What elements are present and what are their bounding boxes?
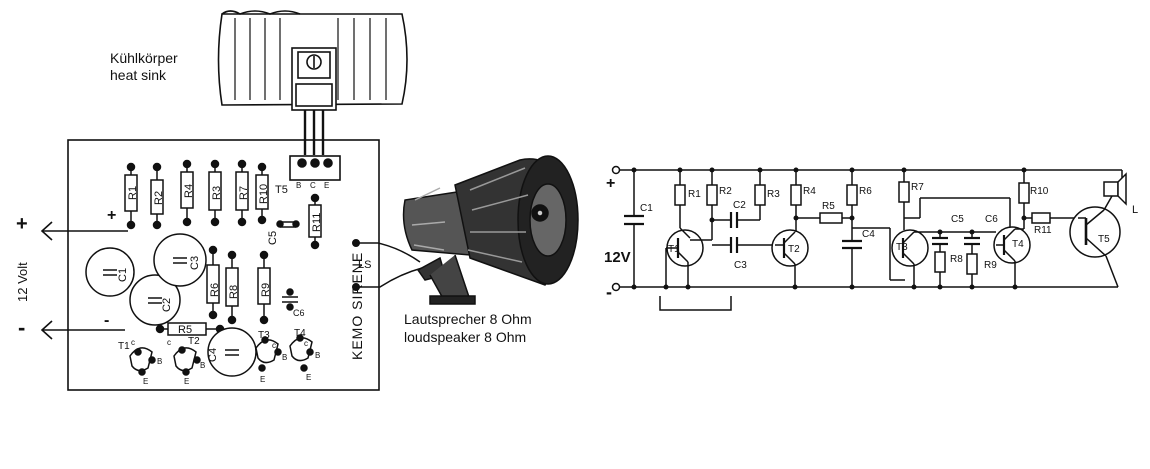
- pcb-t4-pin-c: c: [304, 339, 308, 348]
- schem-t2: T2: [788, 244, 800, 255]
- pcb-t4-pin-e: E: [306, 373, 311, 382]
- pcb-transistors: [129, 334, 314, 376]
- pcb-r6-label: R6: [209, 283, 221, 297]
- input-plus: +: [16, 213, 28, 235]
- speaker-label-en: loudspeaker 8 Ohm: [404, 329, 527, 345]
- speaker-wires: [356, 242, 423, 288]
- schem-r7: R7: [911, 182, 924, 193]
- schem-r6: R6: [859, 186, 872, 197]
- pcb-t4-pin-b: B: [315, 351, 320, 360]
- pcb-plus: +: [107, 207, 116, 224]
- pcb-r5-label: R5: [178, 324, 192, 336]
- pcb-resistors-mid: [155, 245, 271, 336]
- pcb-t3-pin-c: c: [272, 341, 276, 350]
- pcb-t2-label: T2: [188, 336, 200, 347]
- schem-plus: +: [606, 175, 615, 192]
- board-name: KEMO SIRENE: [349, 252, 365, 360]
- schem-t5: T5: [1098, 234, 1110, 245]
- schem-r4: R4: [803, 186, 816, 197]
- pcb-capacitors: [85, 220, 300, 377]
- horn-speaker-icon: [402, 155, 579, 305]
- pcb-t1-label: T1: [118, 341, 130, 352]
- t5-pin-e: E: [324, 181, 329, 190]
- t5-pin-c: C: [310, 181, 316, 190]
- pcb-c4-label: C4: [207, 348, 219, 362]
- pcb-r2-label: R2: [153, 191, 165, 205]
- pcb-t3-label: T3: [258, 330, 270, 341]
- heat-sink: [217, 10, 408, 155]
- pcb-minus: -: [104, 312, 109, 329]
- pcb-r4-label: R4: [183, 184, 195, 198]
- pcb-t2-pin-e: E: [184, 377, 189, 386]
- schem-r5: R5: [822, 201, 835, 212]
- schematic-junctions: [631, 167, 1027, 290]
- schematic: [611, 165, 1127, 311]
- schem-t4: T4: [1012, 239, 1024, 250]
- pcb-r9-label: R9: [260, 283, 272, 297]
- pcb-t2-pin-b: B: [200, 361, 205, 370]
- schem-r8: R8: [950, 254, 963, 265]
- pcb-t1-pin-b: B: [157, 357, 162, 366]
- schem-c3: C3: [734, 260, 747, 271]
- pcb-r1-label: R1: [127, 186, 139, 200]
- pcb-t5-label: T5: [275, 184, 288, 196]
- pcb-r10-label: R10: [258, 184, 270, 204]
- schem-r11: R11: [1034, 225, 1052, 236]
- pcb-c2-label: C2: [161, 298, 173, 312]
- power-input: [40, 221, 128, 340]
- schem-c2: C2: [733, 200, 746, 211]
- schem-c1: C1: [640, 203, 653, 214]
- pcb-t3-pin-e: E: [260, 375, 265, 384]
- t5-pin-b: B: [296, 181, 301, 190]
- schem-minus: -: [606, 282, 612, 302]
- pcb-board: [67, 139, 380, 391]
- voltage-label: 12 Volt: [15, 262, 30, 302]
- schem-r9: R9: [984, 260, 997, 271]
- pcb-t1-pin-e: E: [143, 377, 148, 386]
- heatsink-label-de: Kühlkörper: [110, 50, 178, 66]
- schem-supply-label: 12V: [604, 249, 631, 266]
- pcb-r11-label: R11: [311, 213, 323, 232]
- ls-label: LS: [358, 259, 371, 271]
- schem-c6: C6: [985, 214, 998, 225]
- schem-t1: T1: [668, 244, 680, 255]
- schem-r1: R1: [688, 189, 701, 200]
- schem-c4: C4: [862, 229, 875, 240]
- pcb-c6-label: C6: [293, 308, 305, 318]
- pcb-t1-pin-c: c: [131, 338, 135, 347]
- input-minus: -: [18, 315, 25, 340]
- schem-c5: C5: [951, 214, 964, 225]
- pcb-resistors-top: [124, 159, 322, 250]
- pcb-c1-label: C1: [117, 268, 129, 282]
- heatsink-label-en: heat sink: [110, 67, 167, 83]
- pcb-r8-label: R8: [228, 285, 240, 299]
- schem-r2: R2: [719, 186, 732, 197]
- pcb-t2-pin-c: c: [167, 338, 171, 347]
- schem-t3: T3: [896, 242, 908, 253]
- pcb-r3-label: R3: [211, 186, 223, 200]
- speaker-label-de: Lautsprecher 8 Ohm: [404, 311, 532, 327]
- schem-r3: R3: [767, 189, 780, 200]
- pcb-t4-label: T4: [294, 328, 306, 339]
- pcb-r7-label: R7: [238, 186, 250, 200]
- pcb-c3-label: C3: [189, 256, 201, 270]
- schem-speaker-label: L: [1132, 204, 1138, 216]
- pcb-t3-pin-b: B: [282, 353, 287, 362]
- schem-r10: R10: [1030, 186, 1049, 197]
- pcb-c5-label: C5: [267, 231, 279, 245]
